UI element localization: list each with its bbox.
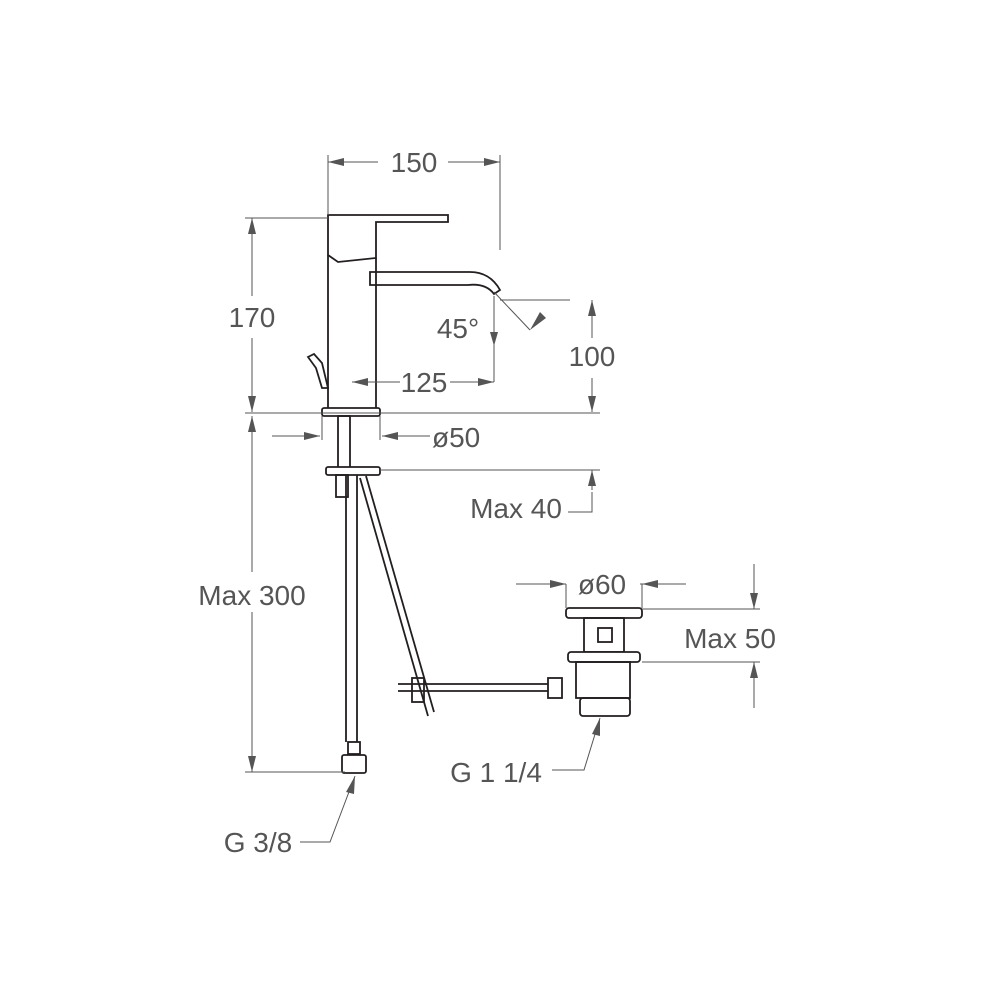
label-g-1-1-4: G 1 1/4 xyxy=(450,757,542,788)
label-angle-45: 45° xyxy=(437,313,479,344)
hose-ferrule xyxy=(347,741,361,755)
faucet-column xyxy=(327,255,377,410)
waste-body-upper xyxy=(583,617,625,653)
waste-slot xyxy=(597,627,613,643)
lever-handle xyxy=(327,214,449,263)
horizontal-linkage xyxy=(398,683,548,692)
waste-nut xyxy=(567,651,641,663)
spout xyxy=(369,271,502,296)
label-drop-100: 100 xyxy=(569,341,616,372)
label-width-150: 150 xyxy=(391,147,438,178)
waste-flange xyxy=(565,607,643,619)
hose-connector xyxy=(341,754,367,774)
label-dia-50: ø50 xyxy=(432,422,480,453)
label-max-40: Max 40 xyxy=(470,493,562,524)
linkage-clamp xyxy=(411,677,425,703)
waste-assembly xyxy=(565,607,643,717)
faucet-body xyxy=(306,214,502,417)
fixing-nut xyxy=(335,474,349,498)
linkage-joint xyxy=(547,677,563,699)
popup-rod xyxy=(359,475,435,717)
label-max-300: Max 300 xyxy=(198,580,305,611)
under-counter-assembly xyxy=(325,415,563,774)
label-height-170: 170 xyxy=(229,302,276,333)
fixing-washer xyxy=(325,466,381,476)
waste-body-lower xyxy=(575,661,631,699)
label-reach-125: 125 xyxy=(401,367,448,398)
base-ring xyxy=(321,407,381,417)
label-g-3-8: G 3/8 xyxy=(224,827,292,858)
label-dia-60: ø60 xyxy=(578,569,626,600)
popup-lever xyxy=(306,352,330,389)
mounting-stud xyxy=(337,415,351,469)
dimensions xyxy=(245,155,760,843)
label-max-50: Max 50 xyxy=(684,623,776,654)
flexible-hose xyxy=(345,475,358,742)
waste-outlet xyxy=(579,697,631,717)
